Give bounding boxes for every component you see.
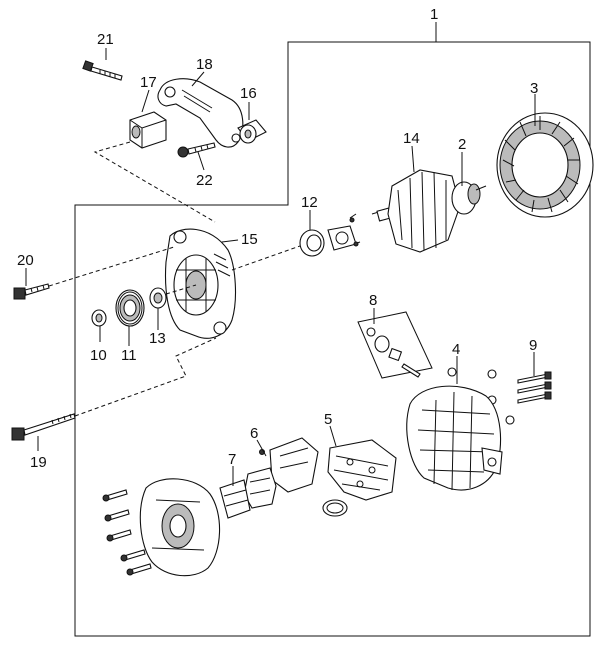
callout-13: 13 (149, 330, 166, 347)
part-12-bearing-retainer (299, 213, 361, 257)
part-10-nut (91, 309, 107, 327)
callout-6: 6 (250, 425, 258, 442)
rear-cover-screws (102, 489, 152, 576)
callout-18: 18 (196, 56, 213, 73)
callout-15: 15 (241, 231, 258, 248)
callout-14: 14 (403, 130, 420, 147)
callout-11: 11 (121, 347, 137, 364)
part-19-long-bolt (11, 413, 76, 441)
part-11-pulley (115, 289, 145, 327)
callout-8: 8 (369, 292, 377, 309)
callout-10: 10 (90, 347, 107, 364)
part-13-spacer (149, 287, 167, 309)
callout-4: 4 (452, 341, 460, 358)
callout-5: 5 (324, 411, 332, 428)
part-5-rectifier (322, 439, 397, 517)
part-9-through-bolts (447, 367, 552, 425)
leader-lines (25, 22, 536, 486)
guide-line-19-to-15 (74, 337, 217, 417)
callout-3: 3 (530, 80, 538, 97)
callout-17: 17 (140, 74, 157, 91)
part-21-bolt (82, 60, 123, 81)
part-16-sleeve (237, 119, 267, 144)
guide-line-17-to-15 (93, 141, 216, 223)
callout-12: 12 (301, 194, 318, 211)
callout-1: 1 (430, 6, 438, 23)
guide-line-20-to-15 (48, 246, 175, 287)
callout-16: 16 (240, 85, 257, 102)
assembly-frame (74, 41, 591, 637)
part-14-rotor (371, 169, 487, 253)
part-20-bolt (13, 283, 50, 300)
part-15-front-housing (165, 228, 236, 339)
callout-labels: 1 2 3 4 5 6 7 8 9 10 11 12 13 14 15 16 1… (17, 6, 538, 471)
part-6-regulator-holder (243, 437, 319, 509)
rear-cover (139, 478, 221, 577)
part-18-bracket (157, 78, 244, 148)
part-4-rear-housing (406, 385, 503, 491)
callout-22: 22 (196, 172, 213, 189)
part-8-brush-set (357, 311, 433, 379)
callout-21: 21 (97, 31, 114, 48)
guide-line-pulley-axis (165, 245, 301, 295)
callout-2: 2 (458, 136, 466, 153)
part-3-stator (496, 112, 594, 218)
callout-20: 20 (17, 252, 34, 269)
part-22-bolt (177, 142, 216, 158)
callout-19: 19 (30, 454, 47, 471)
callout-9: 9 (529, 337, 537, 354)
part-17-bushing-block (129, 111, 167, 149)
callout-7: 7 (228, 451, 236, 468)
